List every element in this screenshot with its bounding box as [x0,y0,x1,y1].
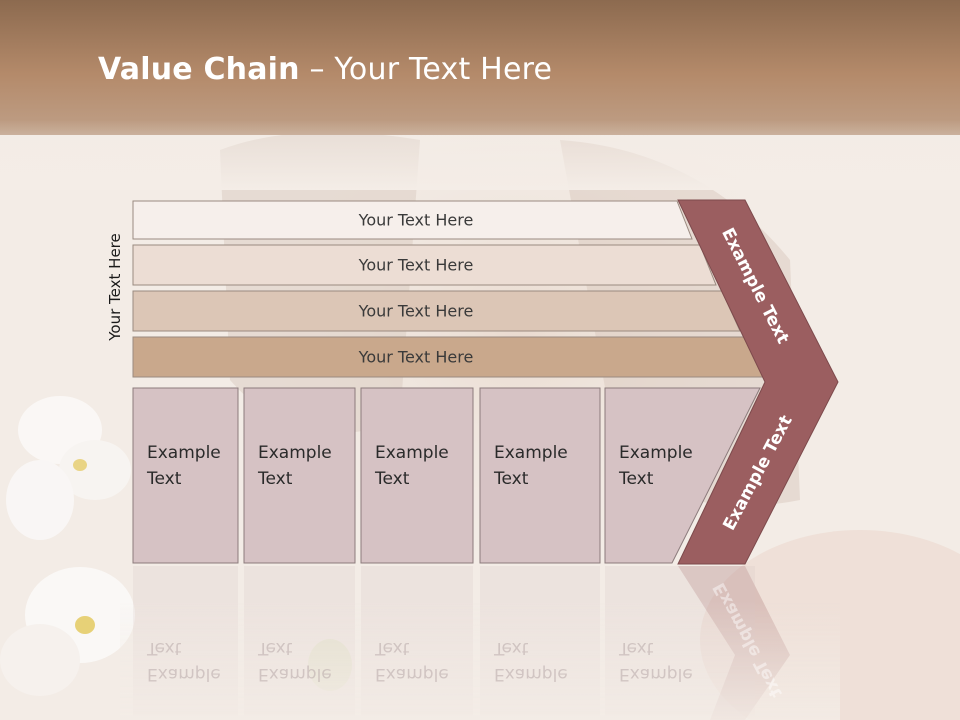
box-line-1: Example [147,443,221,463]
box-reflection-line-2: Text [494,638,529,658]
activity-box-1 [132,387,239,564]
box-reflection-line-2: Text [619,638,654,658]
chain-row-3 [132,290,741,332]
box-line-2: Text [619,469,654,489]
row-label-3: Your Text Here [358,301,474,321]
box-reflection-line-1: Example [258,664,332,684]
box-reflection-line-2: Text [375,638,410,658]
chain-row-2 [132,244,717,286]
activity-box-4-reflection-text: Example Text [494,635,568,687]
title-bold: Value Chain [98,52,300,87]
box-reflection-line-1: Example [494,664,568,684]
box-reflection-line-1: Example [147,664,221,684]
box-reflection-line-2: Text [258,638,293,658]
box-line-1: Example [375,443,449,463]
box-reflection-line-1: Example [619,664,693,684]
box-line-1: Example [258,443,332,463]
row-label-4: Your Text Here [358,347,474,367]
slide-title: Value Chain – Your Text Here [98,52,552,87]
box-reflection-line-2: Text [147,638,182,658]
activity-box-3-reflection-text: Example Text [375,635,449,687]
activity-box-5-reflection-text: Example Text [619,635,693,687]
box-line-2: Text [147,469,182,489]
activity-box-2-reflection-text: Example Text [258,635,332,687]
box-line-2: Text [258,469,293,489]
box-reflection-line-1: Example [375,664,449,684]
chevron-arrow [677,199,839,565]
box-line-2: Text [494,469,529,489]
activity-box-3 [360,387,474,564]
chain-row-1 [132,200,693,240]
row-label-2: Your Text Here [358,255,474,275]
activity-box-2 [243,387,356,564]
box-line-1: Example [494,443,568,463]
box-line-2: Text [375,469,410,489]
box-line-1: Example [619,443,693,463]
activity-box-5 [604,387,761,564]
activity-box-4 [479,387,601,564]
reflection-fade [120,600,840,720]
row-label-1: Your Text Here [358,210,474,230]
title-rest: – Your Text Here [299,52,553,87]
activity-box-1-reflection-text: Example Text [147,635,221,687]
